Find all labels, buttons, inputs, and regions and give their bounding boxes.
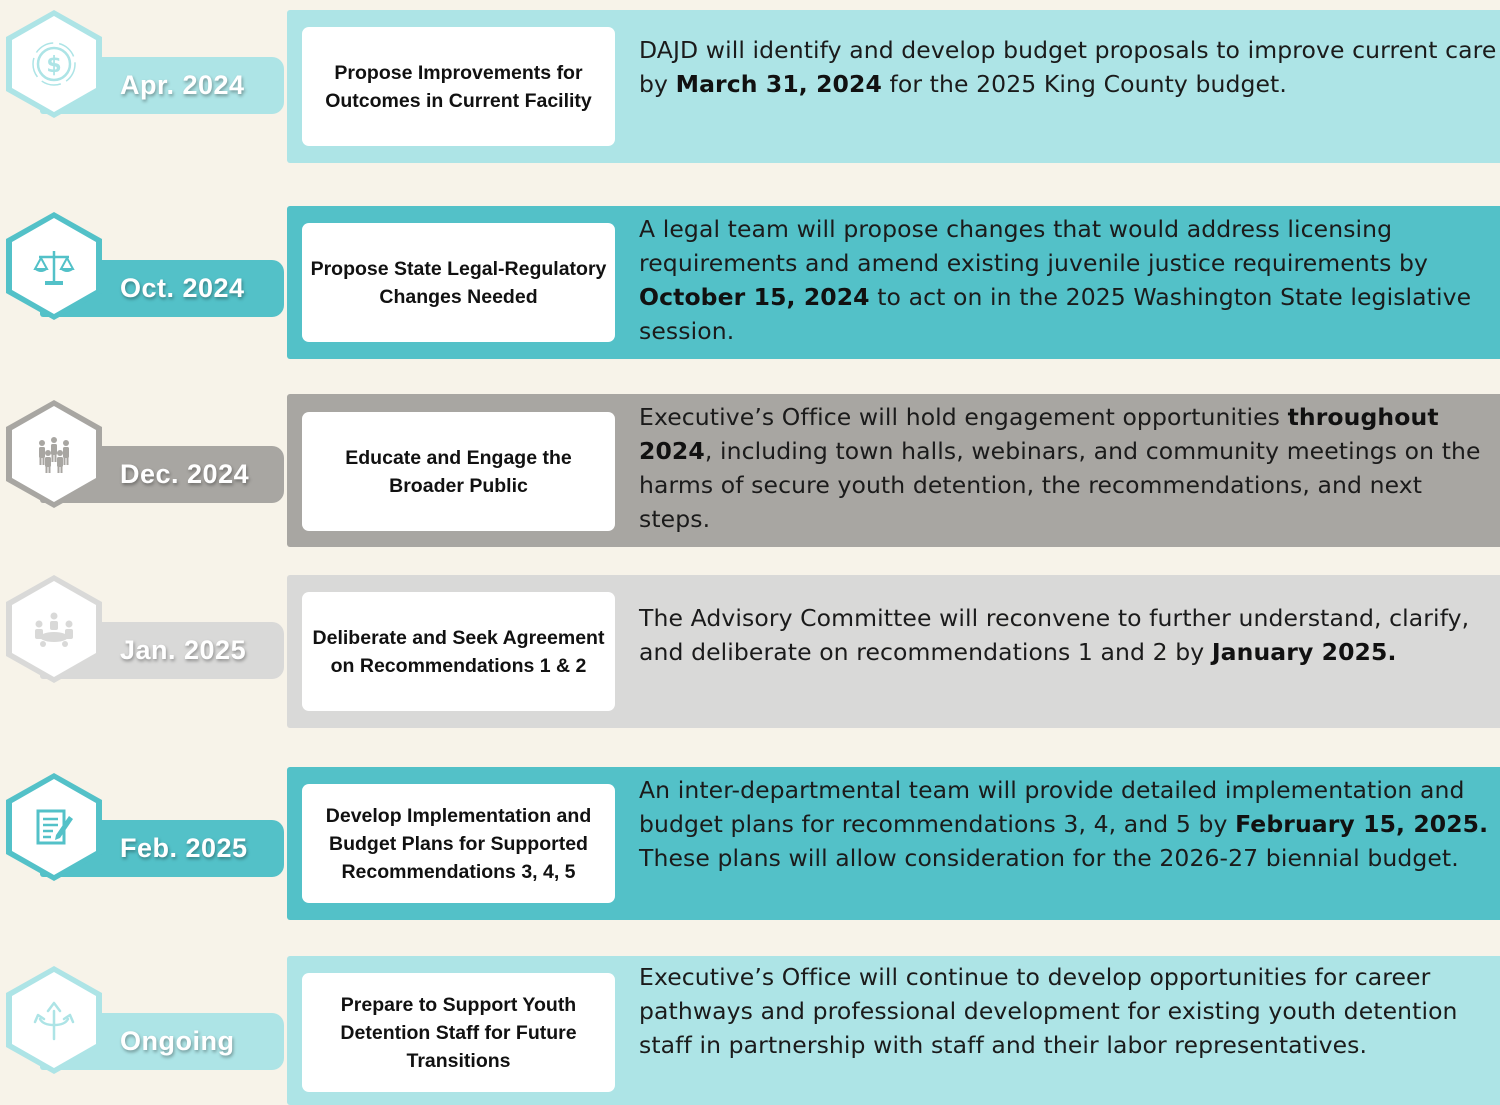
milestone-icon-badge [6,966,102,1074]
milestone-row: Dec. 2024 Educate and Engage the Broader… [0,394,1500,547]
milestone-row: Apr. 2024 $ Propose Improvements for Out… [0,10,1500,163]
milestone-row: Oct. 2024 Propose State Legal-Regulatory… [0,206,1500,359]
milestone-title: Develop Implementation and Budget Plans … [325,804,592,883]
people-icon [39,437,69,473]
milestone-card: Propose State Legal-Regulatory Changes N… [302,223,615,342]
edit-document-icon [36,809,73,845]
milestone-icon-badge [6,773,102,881]
date-tab: Oct. 2024 [40,260,284,317]
milestone-date: Ongoing [120,1026,235,1056]
meeting-icon [35,612,73,647]
scales-icon [33,251,75,285]
milestone-date: Jan. 2025 [120,635,247,665]
milestone-icon-badge: $ [6,10,102,118]
milestone-description: An inter-departmental team will provide … [639,776,1489,872]
milestone-date: Dec. 2024 [120,459,250,489]
milestone-card: Prepare to Support Youth Detention Staff… [302,973,615,1092]
milestone-date: Oct. 2024 [120,273,245,303]
milestone-icon-badge [6,212,102,320]
milestone-row: Feb. 2025 Develop Implementation and Bud… [0,767,1500,920]
milestone-card: Develop Implementation and Budget Plans … [302,784,615,903]
milestone-title: Deliberate and Seek Agreement on Recomme… [312,626,605,677]
milestone-row: Ongoing Prepare to Support Youth Detenti… [0,956,1500,1105]
branching-arrows-icon [33,1001,75,1041]
milestone-description: Executive’s Office will continue to deve… [639,963,1458,1059]
milestone-description: A legal team will propose changes that w… [639,215,1472,345]
milestone-title: Prepare to Support Youth Detention Staff… [340,993,577,1072]
milestone-description: Executive’s Office will hold engagement … [639,403,1481,533]
milestone-description: DAJD will identify and develop budget pr… [639,36,1497,98]
milestone-title: Propose Improvements for Outcomes in Cur… [325,61,592,112]
dollar-icon: $ [32,42,76,86]
svg-text:$: $ [46,53,61,78]
milestone-title: Propose State Legal-Regulatory Changes N… [310,257,607,308]
milestone-date: Apr. 2024 [120,70,245,100]
milestone-card: Educate and Engage the Broader Public [302,412,615,531]
milestone-description: The Advisory Committee will reconvene to… [639,604,1470,666]
milestone-card: Propose Improvements for Outcomes in Cur… [302,27,615,146]
milestone-row: Jan. 2025 Deliberate and Seek Agreement … [0,575,1500,728]
milestone-date: Feb. 2025 [120,833,248,863]
milestone-icon-badge [6,400,102,508]
milestone-icon-badge [6,575,102,683]
milestone-title: Educate and Engage the Broader Public [345,446,572,497]
milestone-card: Deliberate and Seek Agreement on Recomme… [302,592,615,711]
